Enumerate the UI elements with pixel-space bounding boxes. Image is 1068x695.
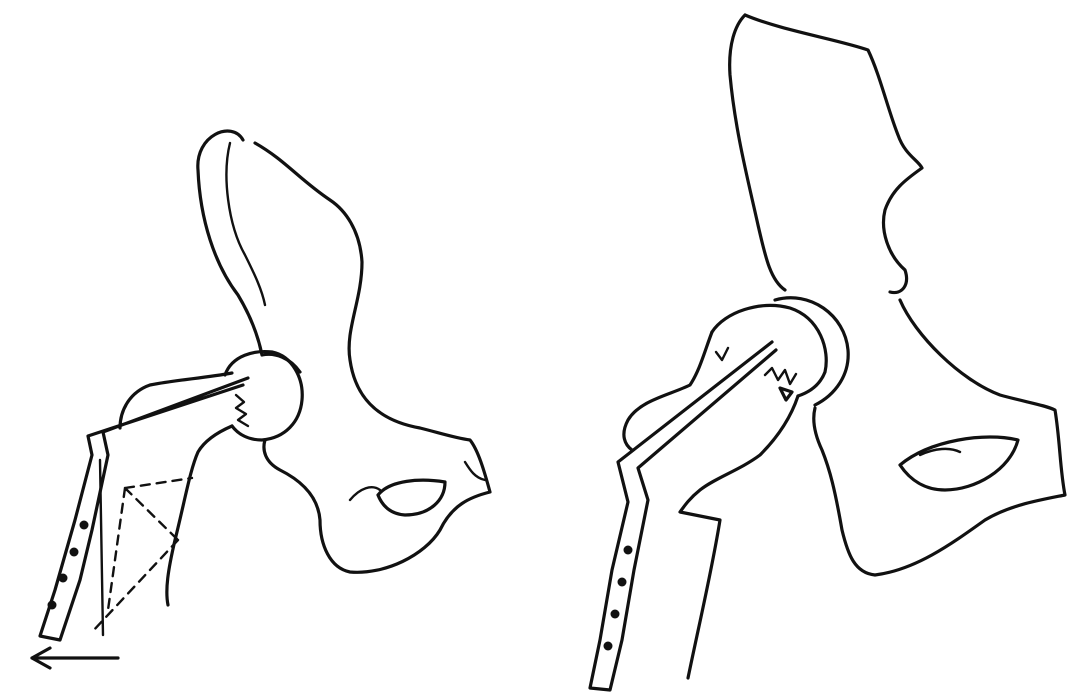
right-neck-tick bbox=[716, 348, 728, 360]
left-osteotomy-zigzag bbox=[236, 395, 248, 426]
right-osteotomy-zigzag bbox=[765, 368, 796, 384]
right-plate-screw-hole bbox=[618, 578, 627, 587]
right-obturator-foramen bbox=[900, 437, 1018, 490]
right-plate-screw-hole bbox=[611, 610, 620, 619]
right-plate-screw-hole bbox=[604, 642, 613, 651]
right-femoral-neck bbox=[624, 332, 798, 678]
left-direction-arrow bbox=[32, 648, 118, 668]
right-femoral-head bbox=[712, 305, 826, 396]
left-plate-screw-hole bbox=[59, 574, 68, 583]
left-plate-screw-hole bbox=[48, 601, 57, 610]
left-plate-screw-hole bbox=[80, 521, 89, 530]
right-pelvis-outline bbox=[730, 15, 1065, 575]
left-plate-screw-hole bbox=[70, 548, 79, 557]
left-panel bbox=[32, 131, 490, 668]
right-blade-plate bbox=[590, 342, 776, 690]
left-ilium-inner-curve bbox=[226, 143, 265, 305]
right-panel bbox=[590, 15, 1065, 690]
left-osteotomy-wedge-dashed bbox=[92, 478, 192, 632]
left-obturator-foramen bbox=[378, 480, 445, 515]
right-plate-screw-hole bbox=[624, 546, 633, 555]
right-osteotomy-fill bbox=[780, 388, 792, 400]
left-pelvis-outline bbox=[198, 131, 490, 572]
left-blade-plate bbox=[40, 378, 248, 640]
